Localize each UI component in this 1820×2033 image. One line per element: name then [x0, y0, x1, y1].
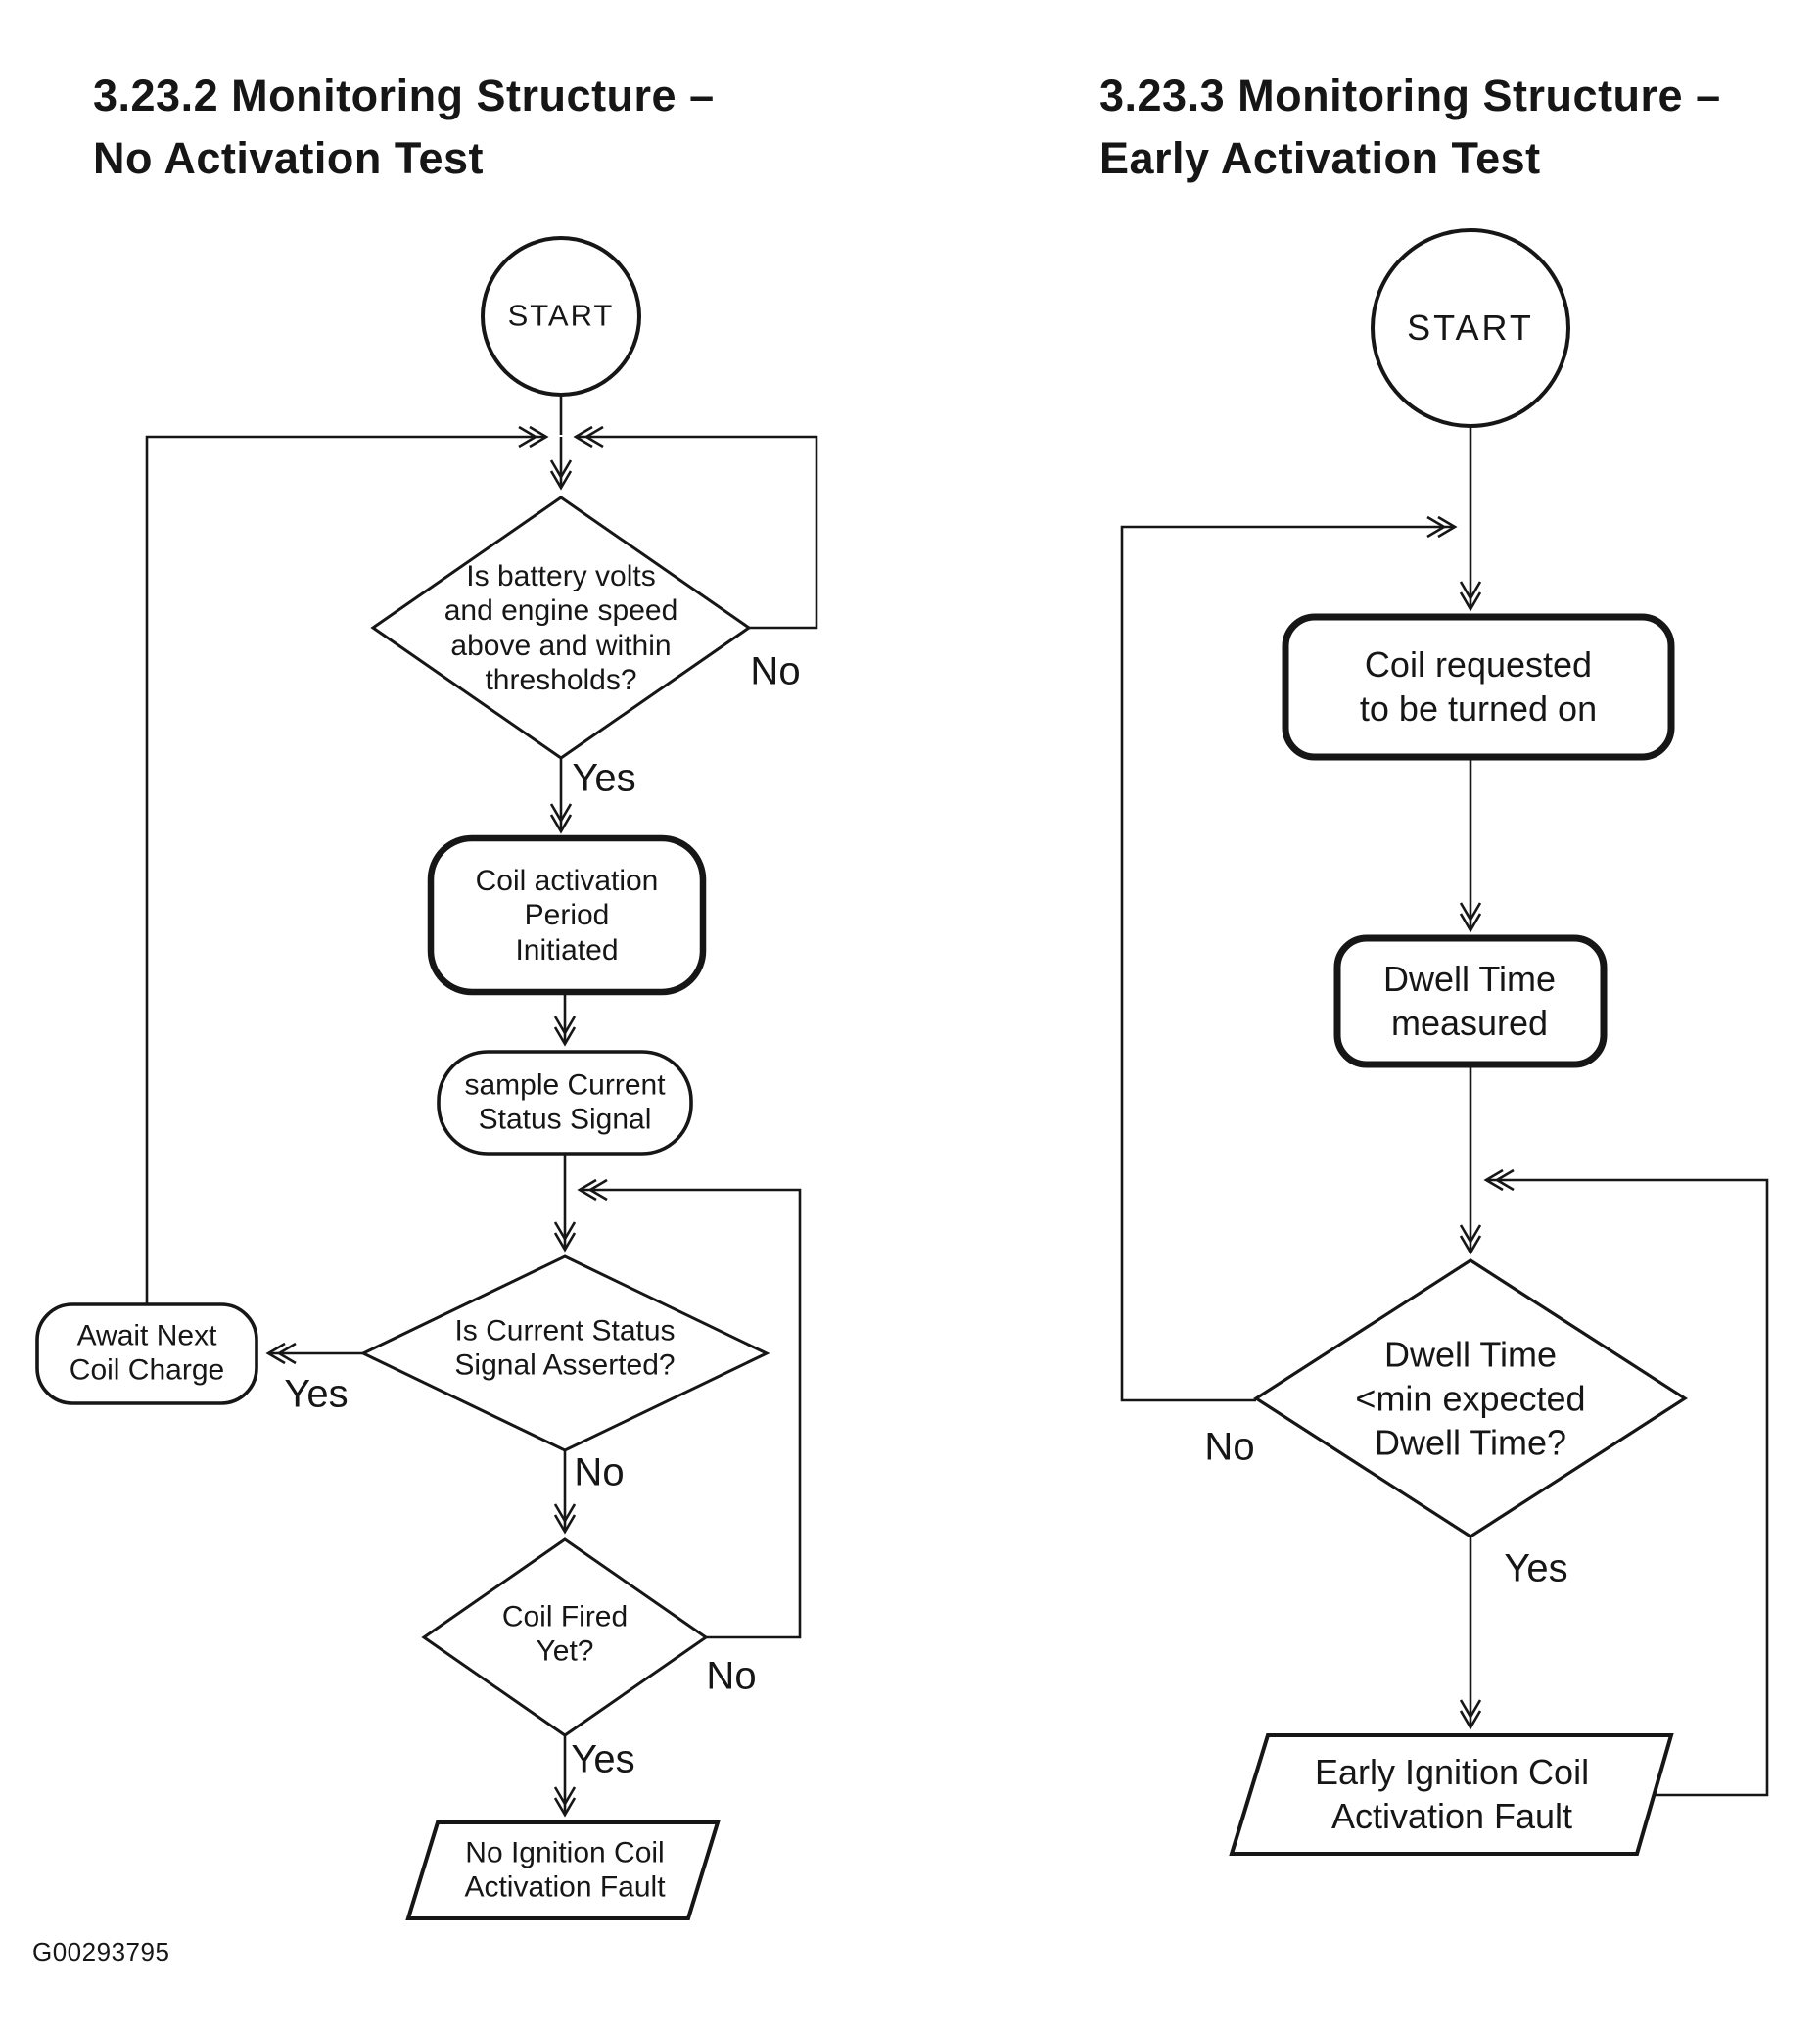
status-no-label: No [574, 1450, 625, 1494]
flow-loop-battery-no [573, 425, 818, 630]
await-next-label: Await Next Coil Charge [69, 1319, 225, 1387]
flow-loop-await-to-junction [145, 425, 549, 1304]
process-coil-requested-box [1282, 613, 1675, 761]
start-label-left: START [507, 298, 615, 333]
left-chart-title-line1: 3.23.2 Monitoring Structure – [93, 71, 715, 120]
process-coil-activation-box [427, 834, 707, 996]
decision-status-label: Is Current Status Signal Asserted? [454, 1314, 676, 1382]
start-label-right: START [1407, 307, 1534, 348]
fired-no-label: No [706, 1654, 757, 1698]
fired-yes-label: Yes [571, 1737, 635, 1781]
flow-loop-fired-no [577, 1178, 802, 1639]
early-ignition-fault-label: Early Ignition Coil Activation Fault [1314, 1752, 1590, 1836]
dwell-yes-label: Yes [1504, 1546, 1568, 1590]
output-no-ignition-fault-parallelogram [405, 1820, 721, 1920]
process-await-next-box [35, 1302, 258, 1405]
decision-fired-label: Coil Fired Yet? [501, 1600, 629, 1668]
flow-loop-fault-return [1483, 1168, 1769, 1797]
no-ignition-fault-label: No Ignition Coil Activation Fault [464, 1836, 666, 1904]
right-chart-title-line1: 3.23.3 Monitoring Structure – [1099, 71, 1721, 120]
decision-battery-label: Is battery volts and engine speed above … [443, 560, 678, 697]
status-yes-label: Yes [284, 1372, 349, 1416]
coil-activation-label: Coil activation Period Initiated [475, 864, 659, 967]
left-chart-title-line2: No Activation Test [93, 132, 485, 183]
flow-loop-dwell-no [1120, 515, 1458, 1402]
left-chart-title: 3.23.2 Monitoring Structure – No Activat… [93, 65, 715, 190]
right-chart-title-line2: Early Activation Test [1099, 132, 1541, 183]
dwell-no-label: No [1204, 1425, 1255, 1469]
dwell-measured-label: Dwell Time measured [1382, 959, 1557, 1043]
output-early-ignition-fault-parallelogram [1229, 1733, 1674, 1856]
figure-id: G00293795 [32, 1937, 170, 1966]
decision-dwell-label: Dwell Time <min expected Dwell Time? [1355, 1334, 1586, 1463]
battery-yes-label: Yes [572, 756, 636, 800]
coil-requested-label: Coil requested to be turned on [1359, 644, 1598, 729]
battery-no-label: No [750, 649, 801, 693]
right-chart-title: 3.23.3 Monitoring Structure – Early Acti… [1099, 65, 1721, 190]
sample-current-label: sample Current Status Signal [464, 1068, 666, 1136]
